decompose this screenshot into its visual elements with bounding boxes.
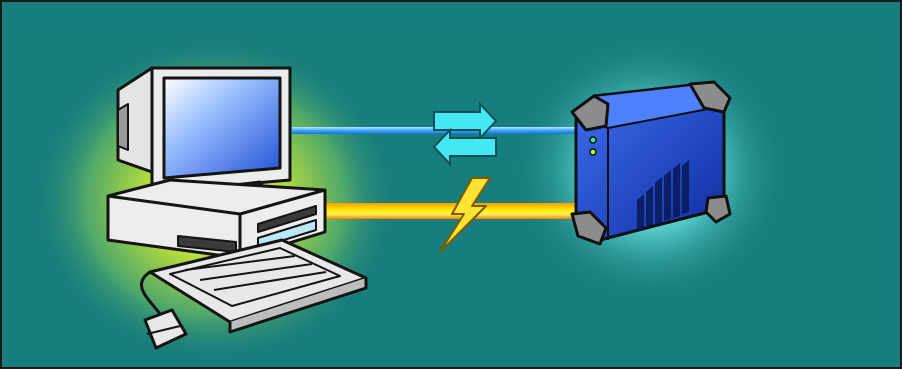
- diagram-canvas: [0, 0, 902, 369]
- network-diagram: [0, 0, 902, 369]
